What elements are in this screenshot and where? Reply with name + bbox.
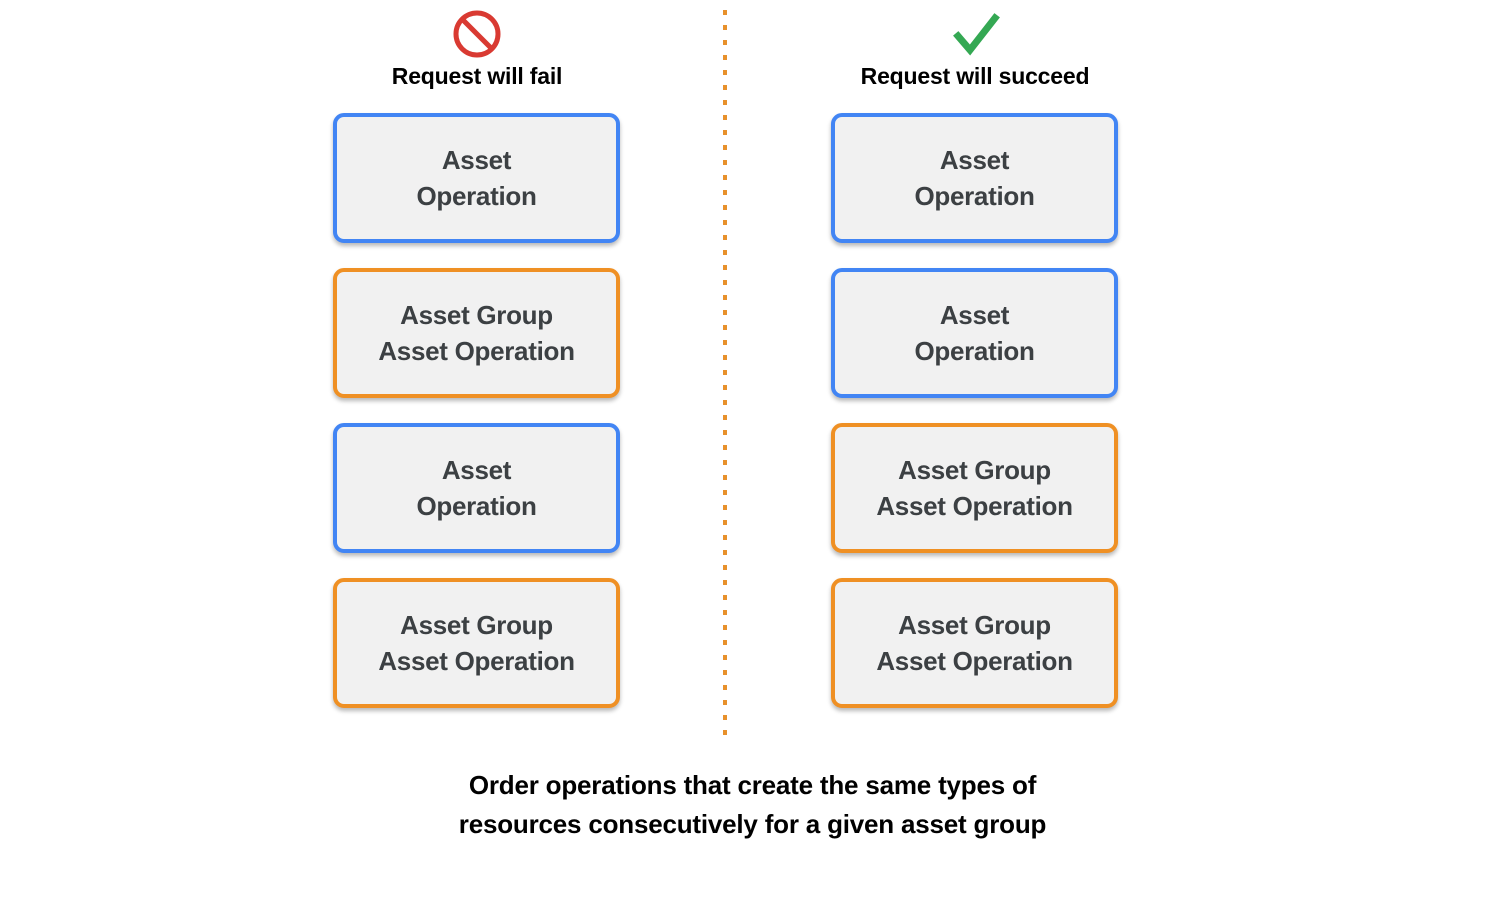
vertical-dotted-divider xyxy=(723,10,727,738)
node-box-label: Asset Group Asset Operation xyxy=(876,455,1073,521)
node-box-asset-group-asset-operation[interactable]: Asset Group Asset Operation xyxy=(831,578,1118,708)
node-box-label: Asset Operation xyxy=(416,145,537,211)
node-box-label: Asset Group Asset Operation xyxy=(378,610,575,676)
node-box-label: Asset Group Asset Operation xyxy=(876,610,1073,676)
column-header-label-succeed: Request will succeed xyxy=(860,63,1090,89)
diagram-caption: Order operations that create the same ty… xyxy=(458,770,1047,839)
node-box-label: Asset Operation xyxy=(914,300,1035,366)
box-stack-fail: Asset Operation Asset Group Asset Operat… xyxy=(333,113,620,708)
column-header-succeed: Request will succeed xyxy=(825,8,1125,89)
node-box-asset-group-asset-operation[interactable]: Asset Group Asset Operation xyxy=(333,578,620,708)
checkmark-icon xyxy=(953,13,1000,56)
column-header-fail: Request will fail xyxy=(327,8,627,89)
node-box-asset-operation[interactable]: Asset Operation xyxy=(333,113,620,243)
node-box-label: Asset Operation xyxy=(914,145,1035,211)
node-box-asset-operation[interactable]: Asset Operation xyxy=(831,113,1118,243)
node-box-asset-operation[interactable]: Asset Operation xyxy=(333,423,620,553)
node-box-asset-group-asset-operation[interactable]: Asset Group Asset Operation xyxy=(333,268,620,398)
prohibition-icon xyxy=(453,10,501,58)
column-header-label-fail: Request will fail xyxy=(391,63,563,89)
node-box-asset-group-asset-operation[interactable]: Asset Group Asset Operation xyxy=(831,423,1118,553)
node-box-asset-operation[interactable]: Asset Operation xyxy=(831,268,1118,398)
node-box-label: Asset Group Asset Operation xyxy=(378,300,575,366)
box-stack-succeed: Asset Operation Asset Operation Asset Gr… xyxy=(831,113,1118,708)
node-box-label: Asset Operation xyxy=(416,455,537,521)
